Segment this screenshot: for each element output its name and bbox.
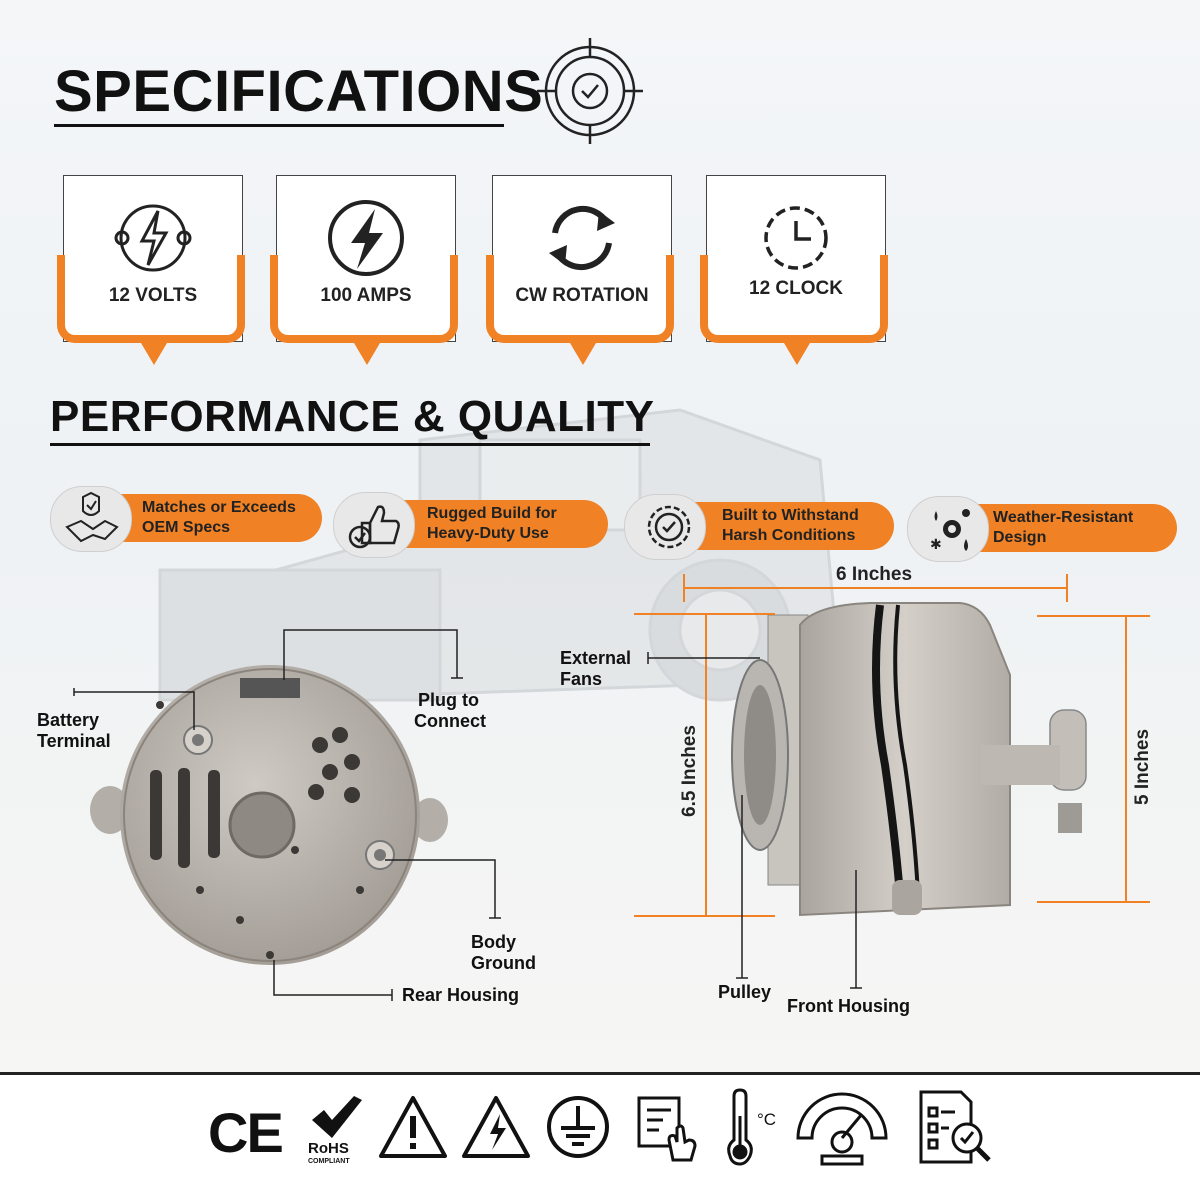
feature-line: Harsh Conditions xyxy=(722,527,856,544)
weather-gear-icon: ✱ xyxy=(930,509,970,553)
manual-touch-icon xyxy=(637,1096,697,1162)
callout-text: Connect xyxy=(414,711,486,731)
callout-front-housing: Front Housing xyxy=(787,996,910,1016)
feature-line: Design xyxy=(993,529,1047,546)
feature-line: Weather-Resistant xyxy=(993,509,1134,526)
callout-text: External xyxy=(560,648,632,668)
spec-label: CW ROTATION xyxy=(515,285,649,306)
voltage-bolt-icon xyxy=(114,204,192,272)
feature-line: Built to Withstand xyxy=(722,507,859,524)
badge-check-icon xyxy=(647,505,691,549)
callout-text: Plug to xyxy=(418,690,479,710)
callout-text: Battery xyxy=(37,710,100,730)
callout-rear-housing: Rear Housing xyxy=(402,985,520,1005)
electrical-hazard-icon xyxy=(462,1096,530,1158)
certification-divider xyxy=(0,1072,1200,1075)
spec-label: 12 VOLTS xyxy=(108,285,198,306)
feature-line: Heavy-Duty Use xyxy=(427,525,549,542)
rohs-label: RoHS xyxy=(308,1140,349,1157)
dimension-height-left-label: 6.5 Inches xyxy=(679,725,700,817)
gear-target-icon xyxy=(537,38,643,144)
ground-symbol-icon xyxy=(547,1096,609,1158)
rohs-sublabel: COMPLIANT xyxy=(308,1158,350,1165)
callout-text: Ground xyxy=(471,953,536,973)
lightning-circle-icon xyxy=(328,200,404,276)
thumbs-up-icon xyxy=(348,505,400,549)
rotation-arrows-icon xyxy=(549,205,615,271)
certification-bar xyxy=(0,1075,1200,1200)
callout-pulley: Pulley xyxy=(718,982,772,1002)
callout-text: Body xyxy=(471,932,516,952)
spec-card-clock: 12 CLOCK xyxy=(700,175,888,365)
svg-text:✱: ✱ xyxy=(930,537,942,553)
alternator-rear-view-image xyxy=(90,665,448,965)
heading-underline xyxy=(50,443,650,446)
callout-text: Fans xyxy=(560,669,603,689)
callout-text: Terminal xyxy=(37,731,111,751)
dimension-width-label: 6 Inches xyxy=(836,564,913,585)
clock-icon xyxy=(764,206,828,270)
dimension-height-right-label: 5 Inches xyxy=(1132,728,1153,806)
alternator-side-view-image xyxy=(731,602,1087,917)
spec-label: 12 CLOCK xyxy=(749,278,843,299)
rohs-check-icon xyxy=(312,1096,362,1138)
spec-card-volts: 12 VOLTS xyxy=(57,175,245,365)
spec-label: 100 AMPS xyxy=(320,285,412,306)
spec-card-amps: 100 AMPS xyxy=(270,175,458,365)
ce-mark-icon: CE xyxy=(208,1101,284,1164)
feature-line: OEM Specs xyxy=(142,519,231,536)
specifications-heading: SPECIFICATIONS xyxy=(54,59,544,124)
pressure-gauge-icon xyxy=(796,1092,888,1166)
performance-heading: PERFORMANCE & QUALITY xyxy=(50,392,655,441)
spec-card-rotation: CW ROTATION xyxy=(486,175,674,365)
heading-underline xyxy=(54,124,504,127)
inspection-checklist-icon xyxy=(919,1090,991,1164)
celsius-label: °C xyxy=(757,1110,777,1129)
handshake-shield-icon xyxy=(65,491,119,543)
feature-line: Matches or Exceeds xyxy=(142,499,296,516)
warning-triangle-icon xyxy=(379,1096,447,1158)
thermometer-icon xyxy=(727,1088,753,1166)
feature-line: Rugged Build for xyxy=(427,505,557,522)
